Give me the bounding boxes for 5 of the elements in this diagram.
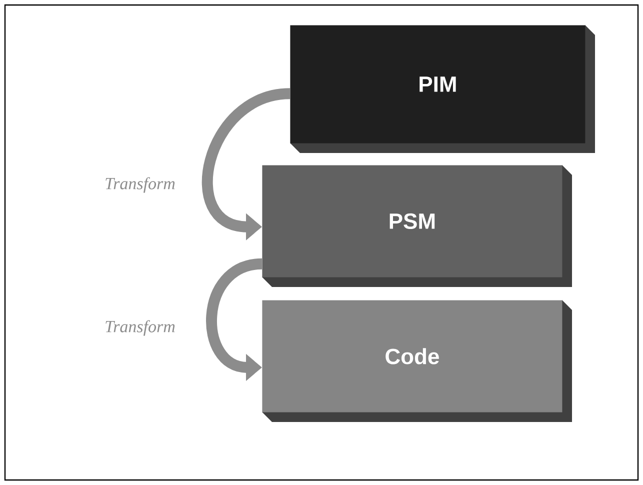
model-box: PSM xyxy=(262,165,572,287)
edge-label: Transform xyxy=(104,176,176,194)
model-box: Code xyxy=(262,300,572,422)
edge-label: Transform xyxy=(104,319,176,337)
model-box: PIM xyxy=(290,25,595,153)
